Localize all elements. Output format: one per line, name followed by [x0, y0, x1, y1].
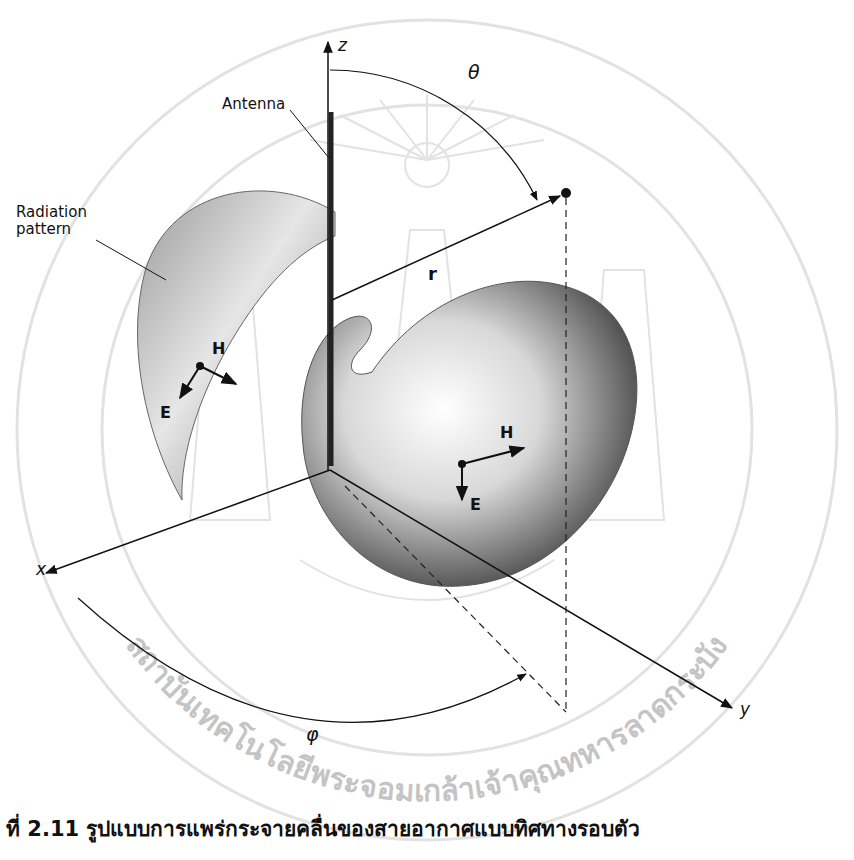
- leader-line: [96, 240, 166, 280]
- field-label: H: [212, 340, 225, 358]
- field-label: E: [160, 404, 171, 422]
- x-axis: [46, 470, 330, 573]
- part-label: Antenna: [222, 96, 285, 113]
- field-point: [561, 188, 571, 198]
- angle-label: φ: [306, 724, 319, 745]
- y-axis: [330, 470, 732, 708]
- leader-line: [290, 110, 329, 158]
- angle-label: θ: [468, 62, 480, 83]
- seal-watermark: [17, 20, 837, 840]
- h-vector: [200, 366, 236, 384]
- theta-arc: [330, 70, 537, 200]
- antenna-rod: [329, 112, 334, 466]
- projection-dashed: [345, 486, 566, 712]
- projection-dashed: [565, 198, 566, 712]
- axis-label: z: [338, 36, 347, 55]
- r-vector: [332, 196, 560, 300]
- e-vector: [461, 464, 463, 500]
- axis-label: x: [36, 560, 46, 579]
- part-label: Radiation pattern: [16, 204, 96, 237]
- field-label: E: [470, 496, 481, 514]
- phi-arc: [78, 598, 526, 722]
- e-vector: [180, 366, 200, 398]
- radiation-lobe-front: [302, 281, 637, 586]
- vector-label: r: [428, 264, 437, 284]
- figure-caption: ที่ 2.11 รูปแบบการแพร่กระจายคลื่นของสายอ…: [6, 812, 640, 845]
- axis-label: y: [740, 700, 750, 719]
- field-label: H: [500, 424, 513, 442]
- h-vector: [462, 448, 524, 464]
